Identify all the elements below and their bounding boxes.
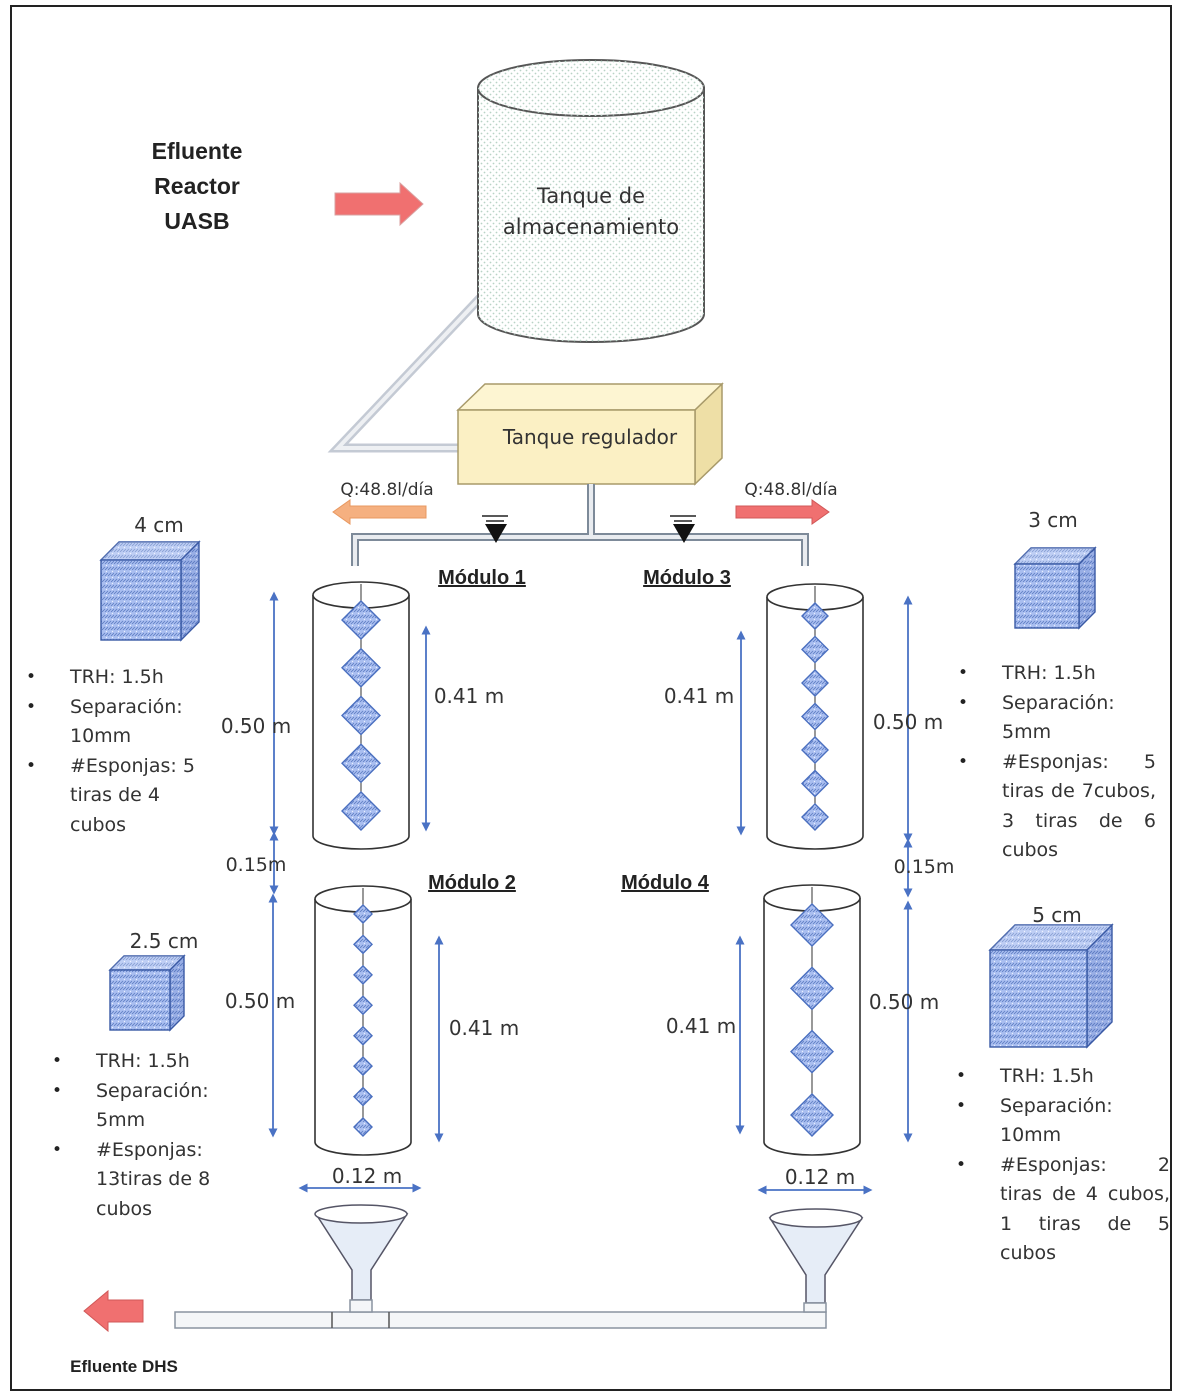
module-2-height-label: 0.50 m (225, 989, 295, 1013)
source-label: Efluente Reactor UASB (152, 138, 243, 234)
spec-m4-sponges: #Esponjas: 2 tiras de 4 cubos, 1 tiras d… (956, 1151, 1170, 1269)
sponge-cube (801, 803, 829, 831)
outlet-label: Efluente DHS (70, 1357, 178, 1376)
sponge-cube-m1 (99, 540, 201, 642)
module-4-packing-label: 0.41 m (666, 1014, 736, 1038)
regulator-tank: Tanque regulador (456, 382, 724, 486)
inflow-arrow (334, 181, 424, 227)
spec-m1-sponges: #Esponjas: 5 tiras de 4 cubos (26, 752, 212, 841)
sponge-cube (353, 1086, 373, 1107)
gap-label-left: 0.15m (226, 854, 287, 876)
cube-size-m3: 3 cm (1028, 508, 1078, 532)
spec-m3-trh: TRH: 1.5h (958, 659, 1156, 689)
sponge-cube (341, 791, 381, 831)
module-3-title: Módulo 3 (643, 567, 731, 589)
cube-size-m1: 4 cm (134, 513, 184, 537)
sponge-cube-m3 (1013, 546, 1097, 630)
spec-m3-sponges: #Esponjas: 5 tiras de 7cubos, 3 tiras de… (958, 748, 1156, 866)
svg-text:Tanque regulador: Tanque regulador (502, 425, 678, 449)
flow-arrow-left (332, 499, 427, 525)
cube-size-m4: 5 cm (1032, 903, 1082, 927)
water-level-symbol-left (482, 515, 508, 543)
spec-list-module-1: TRH: 1.5h Separación: 10mm #Esponjas: 5 … (26, 663, 212, 840)
svg-text:Reactor: Reactor (154, 173, 240, 199)
sponge-cube (801, 702, 829, 731)
spec-m1-separation: Separación: 10mm (26, 693, 212, 752)
spec-m4-trh: TRH: 1.5h (956, 1062, 1170, 1092)
module-2-column (314, 885, 412, 1156)
distribution-manifold (351, 484, 809, 566)
spec-list-module-3: TRH: 1.5h Separación: 5mm #Esponjas: 5 t… (958, 659, 1156, 866)
sponge-cube (353, 904, 373, 924)
spec-m2-separation: Separación: 5mm (52, 1077, 222, 1136)
collection-funnel-left (314, 1204, 409, 1301)
sponge-cube (801, 669, 829, 697)
sponge-cube (353, 1025, 373, 1046)
outlet-pipe (174, 1299, 827, 1329)
spec-list-module-2: TRH: 1.5h Separación: 5mm #Esponjas: 13t… (52, 1047, 222, 1224)
sponge-cube (801, 635, 829, 664)
sponge-cube (801, 736, 829, 764)
collection-funnel-right (768, 1208, 864, 1304)
flow-label-right: Q:48.8l/día (744, 480, 837, 500)
sponge-cube (801, 602, 829, 630)
svg-text:almacenamiento: almacenamiento (503, 215, 679, 239)
sponge-cube (341, 695, 381, 736)
module-2-diameter-label: 0.12 m (332, 1164, 402, 1188)
module-3-height-label: 0.50 m (873, 710, 943, 734)
module-4-column (763, 884, 861, 1156)
sponge-cube (341, 600, 381, 640)
sponge-cube (801, 769, 829, 798)
svg-text:Tanque de: Tanque de (536, 184, 645, 208)
outlet-arrow (83, 1289, 144, 1333)
module-1-packing-label: 0.41 m (434, 684, 504, 708)
sponge-cube (341, 743, 381, 784)
svg-text:Efluente: Efluente (152, 138, 243, 164)
module-2-packing-label: 0.41 m (449, 1016, 519, 1040)
dimension-labels: 0.50 m 0.41 m 0.15m 0.50 m 0.41 m 0.12 m… (221, 684, 955, 1189)
water-level-symbol-right (670, 515, 696, 543)
storage-tank: Tanque de almacenamiento (477, 59, 705, 343)
sponge-cube (790, 1093, 834, 1137)
module-4-title: Módulo 4 (621, 872, 710, 894)
module-1-height-label: 0.50 m (221, 714, 291, 738)
flow-label-left: Q:48.8l/día (340, 480, 433, 500)
sponge-cube (353, 1056, 373, 1077)
spec-m4-separation: Separación: 10mm (956, 1092, 1170, 1151)
module-4-height-label: 0.50 m (869, 990, 939, 1014)
spec-m2-trh: TRH: 1.5h (52, 1047, 222, 1077)
svg-text:UASB: UASB (164, 208, 229, 234)
module-1-title: Módulo 1 (438, 567, 526, 589)
sponge-cube (341, 647, 381, 688)
module-1-column (312, 581, 410, 850)
sponge-cube-m2 (108, 954, 186, 1032)
sponge-cube (790, 1029, 834, 1074)
sponge-cube (790, 966, 834, 1011)
spec-list-module-4: TRH: 1.5h Separación: 10mm #Esponjas: 2 … (956, 1062, 1170, 1269)
module-3-column (766, 583, 864, 850)
sponge-cube (790, 903, 834, 947)
sponge-cube (353, 1117, 373, 1137)
sponge-cube (353, 964, 373, 985)
module-3-packing-label: 0.41 m (664, 684, 734, 708)
sponge-cube (353, 934, 373, 955)
sponge-cube-m4 (988, 923, 1114, 1049)
module-2-title: Módulo 2 (428, 872, 516, 894)
flow-arrow-right (735, 499, 830, 525)
spec-m3-separation: Separación: 5mm (958, 689, 1156, 748)
cube-size-m2: 2.5 cm (130, 929, 199, 953)
sponge-cube (353, 995, 373, 1016)
spec-m1-trh: TRH: 1.5h (26, 663, 212, 693)
gap-label-right: 0.15m (894, 856, 955, 878)
spec-m2-sponges: #Esponjas: 13tiras de 8 cubos (52, 1136, 222, 1225)
module-4-diameter-label: 0.12 m (785, 1165, 855, 1189)
